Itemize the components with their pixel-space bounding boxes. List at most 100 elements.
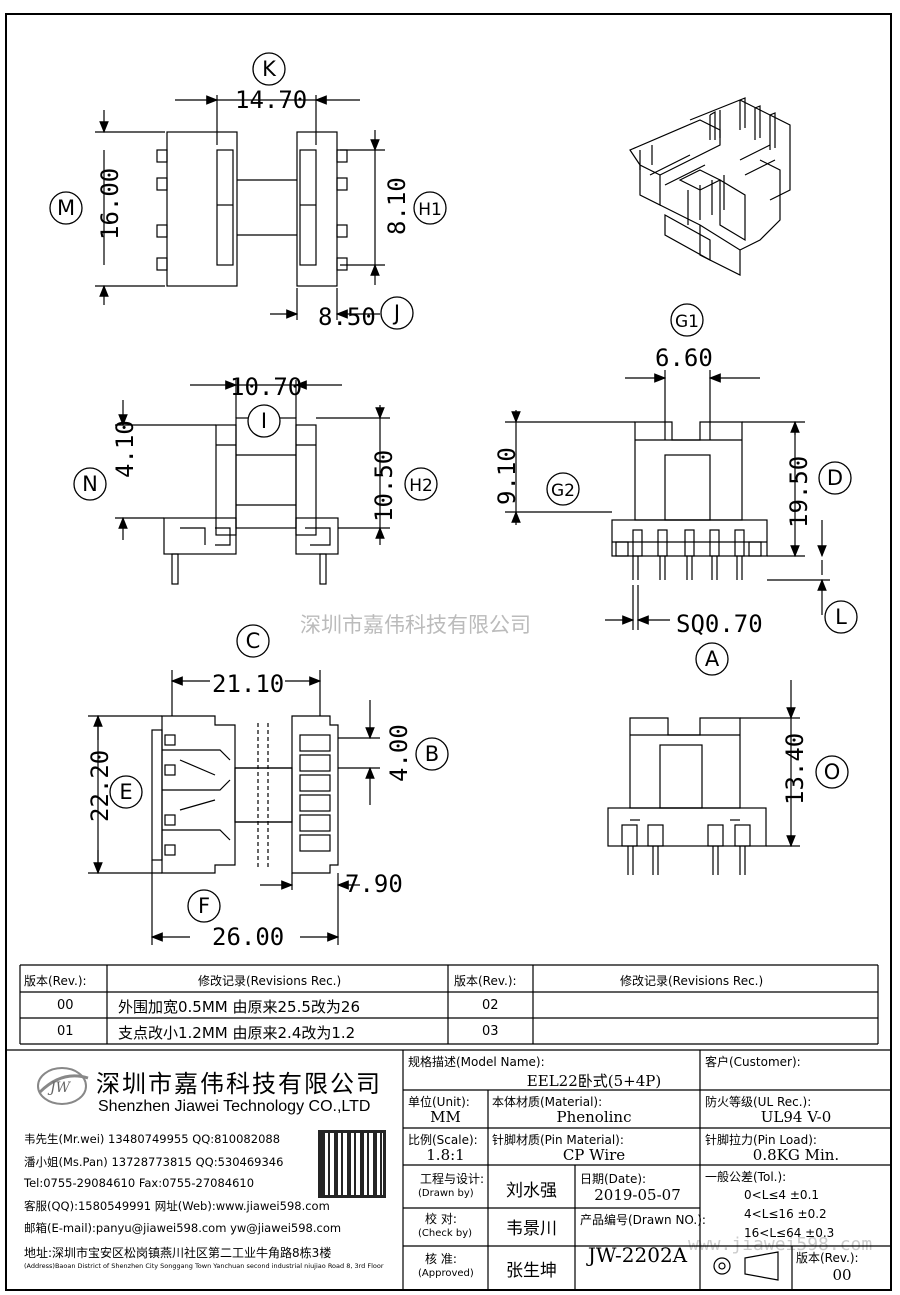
front-view (505, 370, 830, 630)
contact-web: 客服(QQ):1580549991 网址(Web):www.jiawei598.… (24, 1199, 330, 1213)
rev2-row-2: 03 (482, 1024, 499, 1039)
scale-value: 1.8:1 (426, 1146, 465, 1164)
dim-e: 22.20 (86, 750, 114, 822)
dim-g1: 6.60 (655, 344, 713, 372)
ul-label: 防火等级(UL Rec.): (705, 1095, 812, 1109)
approve-label: 核 准: (425, 1252, 457, 1266)
tol-row-2: 4<L≤16 ±0.2 (744, 1207, 827, 1221)
drawn-label: 工程与设计: (420, 1172, 485, 1186)
rev-label: 版本(Rev.): (796, 1251, 859, 1265)
unit-value: MM (430, 1108, 461, 1126)
dimension-labels: 14.70 16.00 8.10 8.50 6.60 10.70 4.10 10… (86, 86, 813, 951)
title-block-grid (5, 1049, 892, 1291)
tag-c: C (246, 629, 261, 653)
tag-k: K (262, 57, 277, 81)
dim-h2: 10.50 (370, 450, 398, 522)
check-label: 校 对: (425, 1212, 457, 1226)
scale-label: 比例(Scale): (408, 1133, 478, 1147)
check-value: 韦景川 (506, 1219, 557, 1239)
dim-j: 8.50 (318, 303, 376, 331)
dim-f: 26.00 (212, 923, 284, 951)
tag-h1: H1 (418, 200, 442, 220)
rear-view (607, 680, 800, 875)
dim-o: 13.40 (781, 733, 809, 805)
tag-m: M (57, 196, 75, 220)
tag-h2: H2 (409, 476, 433, 496)
material-label: 本体材质(Material): (492, 1095, 603, 1109)
watermark-url: www.jiawei598.com (688, 1234, 872, 1255)
tag-o: O (824, 760, 841, 784)
drawing-frame (5, 13, 892, 1291)
dimension-tags (49, 52, 858, 923)
tag-f: F (198, 894, 210, 918)
company-logo: JW (37, 1067, 89, 1105)
address-cn: 地址:深圳市宝安区松岗镇燕川社区第二工业牛角路8栋3楼 (24, 1246, 332, 1260)
load-label: 针脚拉力(Pin Load): (705, 1133, 817, 1147)
tag-n: N (82, 472, 98, 496)
tag-g2: G2 (551, 481, 575, 501)
dim-a: SQ0.70 (676, 610, 763, 638)
dim-n: 4.10 (111, 420, 139, 478)
check-label-en: (Check by) (418, 1228, 473, 1239)
rec-row-1: 外围加宽0.5MM 由原来25.5改为26 (118, 998, 360, 1016)
contact-email: 邮箱(E-mail):panyu@jiawei598.com yw@jiawei… (24, 1221, 342, 1235)
tag-j: J (392, 301, 400, 325)
tol-row-3: 16<L≤64 ±0.3 (744, 1226, 835, 1240)
dim-b: 4.00 (385, 724, 413, 782)
model-value: EEL22卧式(5+4P) (526, 1072, 662, 1090)
projection-icon (713, 1251, 779, 1281)
date-value: 2019-05-07 (594, 1186, 681, 1204)
rev-value: 00 (832, 1266, 852, 1284)
rev-header-1: 版本(Rev.): (24, 974, 87, 988)
svg-text:JW: JW (47, 1080, 72, 1096)
dim-d: 19.50 (785, 456, 813, 528)
dim-c: 21.10 (212, 670, 284, 698)
dim-h1: 8.10 (383, 177, 411, 235)
tag-i: I (261, 409, 267, 433)
qr-code (318, 1130, 386, 1198)
approve-label-en: (Approved) (418, 1268, 474, 1279)
tag-b: B (425, 742, 439, 766)
rev-row-2: 01 (57, 1024, 74, 1039)
customer-label: 客户(Customer): (705, 1055, 801, 1069)
contact-wei: 韦先生(Mr.wei) 13480749955 QQ:810082088 (24, 1132, 281, 1146)
pin-value: CP Wire (562, 1146, 626, 1164)
tag-g1: G1 (675, 312, 699, 332)
drawno-value: JW-2202A (587, 1243, 688, 1267)
dim-i: 10.70 (230, 373, 302, 401)
tol-row-1: 0<L≤4 ±0.1 (744, 1188, 820, 1202)
ul-value: UL94 V-0 (760, 1108, 832, 1126)
drawno-label: 产品编号(Drawn NO.): (580, 1213, 706, 1227)
dim-7-90: 7.90 (345, 870, 403, 898)
contact-tel: Tel:0755-29084610 Fax:0755-27084610 (24, 1176, 255, 1190)
rev-row-1: 00 (57, 998, 74, 1013)
dim-k: 14.70 (235, 86, 307, 114)
rec-header-2: 修改记录(Revisions Rec.) (620, 974, 764, 988)
top-view (95, 95, 385, 320)
tag-a: A (705, 647, 720, 671)
load-value: 0.8KG Min. (752, 1146, 840, 1164)
tag-e: E (119, 780, 132, 804)
company-name-en: Shenzhen Jiawei Technology CO.,LTD (98, 1098, 371, 1115)
bottom-view (88, 670, 380, 945)
revision-table-grid (19, 964, 879, 1045)
rev-header-2: 版本(Rev.): (454, 974, 517, 988)
approve-value: 张生坤 (506, 1261, 557, 1281)
watermark: 深圳市嘉伟科技有限公司 (300, 613, 531, 637)
date-label: 日期(Date): (580, 1172, 647, 1186)
dimension-tag-labels: K M H1 J G1 I N H2 G2 D L A C B E O F (57, 57, 847, 918)
address-en: (Address)Baoan District of Shenzhen City… (24, 1262, 384, 1270)
pin-label: 针脚材质(Pin Material): (492, 1133, 624, 1147)
dim-m: 16.00 (96, 168, 124, 240)
rec-row-2: 支点改小1.2MM 由原来2.4改为1.2 (118, 1024, 356, 1042)
unit-label: 单位(Unit): (408, 1095, 470, 1109)
drawn-value: 刘水强 (506, 1181, 557, 1201)
contact-pan: 潘小姐(Ms.Pan) 13728773815 QQ:530469346 (24, 1155, 284, 1169)
dim-g2: 9.10 (493, 447, 521, 505)
material-value: Phenolinc (556, 1108, 632, 1126)
tag-l: L (835, 605, 847, 629)
company-name-cn: 深圳市嘉伟科技有限公司 (96, 1070, 382, 1098)
drawn-label-en: (Drawn by) (418, 1188, 474, 1199)
rev2-row-1: 02 (482, 998, 499, 1013)
